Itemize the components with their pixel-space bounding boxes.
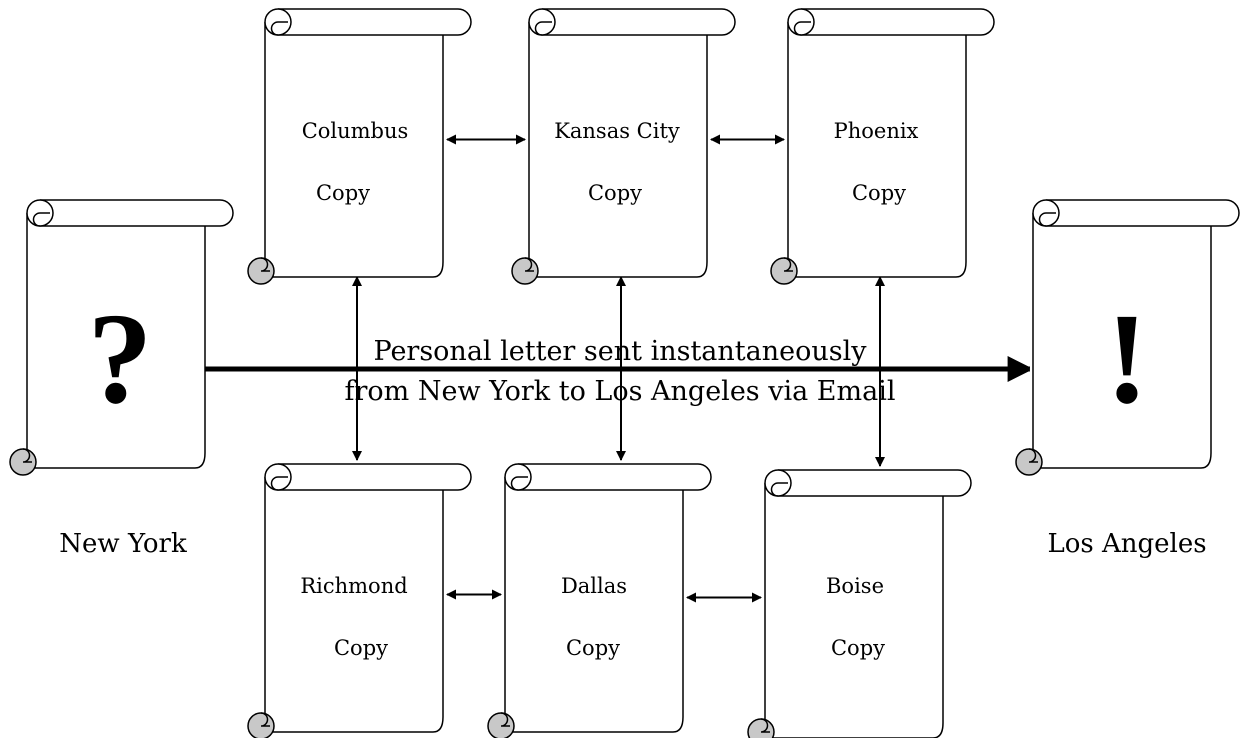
scroll-top-curl-inner (534, 21, 552, 36)
scroll-top-curl-inner (270, 476, 288, 491)
scroll-sheet (524, 21, 708, 278)
scroll-bottom-curl-inner (524, 257, 534, 272)
scroll-layer (9, 8, 1240, 738)
scroll-bottom-curl-inner (1028, 448, 1038, 463)
scroll-bottom-curl-inner (260, 257, 270, 272)
scroll-los-angeles-content: ! (1105, 287, 1148, 431)
scroll-phoenix (770, 8, 995, 285)
scroll-top-roll (801, 8, 995, 36)
scroll-richmond-title: Richmond (300, 574, 407, 598)
scroll-boise (747, 469, 972, 738)
connector-layer (205, 134, 1034, 603)
scroll-columbus-title: Columbus (302, 119, 409, 143)
scroll-kansas-city (511, 8, 736, 285)
message-line-2: from New York to Los Angeles via Email (345, 376, 896, 407)
scroll-dallas-title: Dallas (561, 574, 627, 598)
scroll-los-angeles (1015, 199, 1240, 476)
scroll-richmond-subtitle: Copy (334, 636, 388, 660)
scroll-top-curl-inner (793, 21, 811, 36)
scroll-phoenix-title: Phoenix (834, 119, 919, 143)
scroll-sheet (760, 482, 944, 738)
scroll-richmond (247, 463, 472, 738)
scroll-top-roll (542, 8, 736, 36)
scroll-top-curl-inner (1038, 212, 1056, 227)
scroll-top-roll (1046, 199, 1240, 227)
exclamation-mark-glyph: ! (1105, 287, 1148, 431)
scroll-sheet (260, 21, 444, 278)
scroll-top-curl-inner (270, 21, 288, 36)
scroll-boise-subtitle: Copy (831, 636, 885, 660)
scroll-dallas-subtitle: Copy (566, 636, 620, 660)
scroll-bottom-curl-inner (783, 257, 793, 272)
scroll-bottom-curl-inner (500, 712, 510, 727)
scroll-sheet (1028, 212, 1212, 469)
scroll-dallas (487, 463, 712, 738)
scroll-new-york (9, 199, 234, 476)
scroll-bottom-curl-inner (22, 448, 32, 463)
scroll-top-curl-inner (32, 212, 50, 227)
scroll-columbus (247, 8, 472, 285)
scroll-top-curl-inner (510, 476, 528, 491)
scroll-sheet (22, 212, 206, 469)
scroll-columbus-subtitle: Copy (316, 181, 370, 205)
scroll-top-roll (40, 199, 234, 227)
scroll-boise-title: Boise (826, 574, 884, 598)
scroll-bottom-curl-inner (260, 712, 270, 727)
scroll-top-roll (278, 8, 472, 36)
scroll-sheet (260, 476, 444, 733)
message-line-1: Personal letter sent instantaneously (373, 336, 867, 367)
scroll-kansas-city-title: Kansas City (554, 119, 680, 143)
scroll-bottom-curl (747, 718, 775, 738)
origin-city-label: New York (59, 529, 187, 559)
scroll-bottom-curl-inner (760, 718, 770, 733)
scroll-top-roll (518, 463, 712, 491)
question-mark-glyph: ? (88, 287, 153, 431)
destination-city-label: Los Angeles (1047, 529, 1206, 559)
scroll-top-curl-inner (770, 482, 788, 497)
scroll-new-york-content: ? (88, 287, 153, 431)
scroll-sheet (500, 476, 684, 733)
scroll-top-roll (278, 463, 472, 491)
scroll-phoenix-subtitle: Copy (852, 181, 906, 205)
scroll-top-roll (778, 469, 972, 497)
scroll-kansas-city-subtitle: Copy (588, 181, 642, 205)
scroll-sheet (783, 21, 967, 278)
